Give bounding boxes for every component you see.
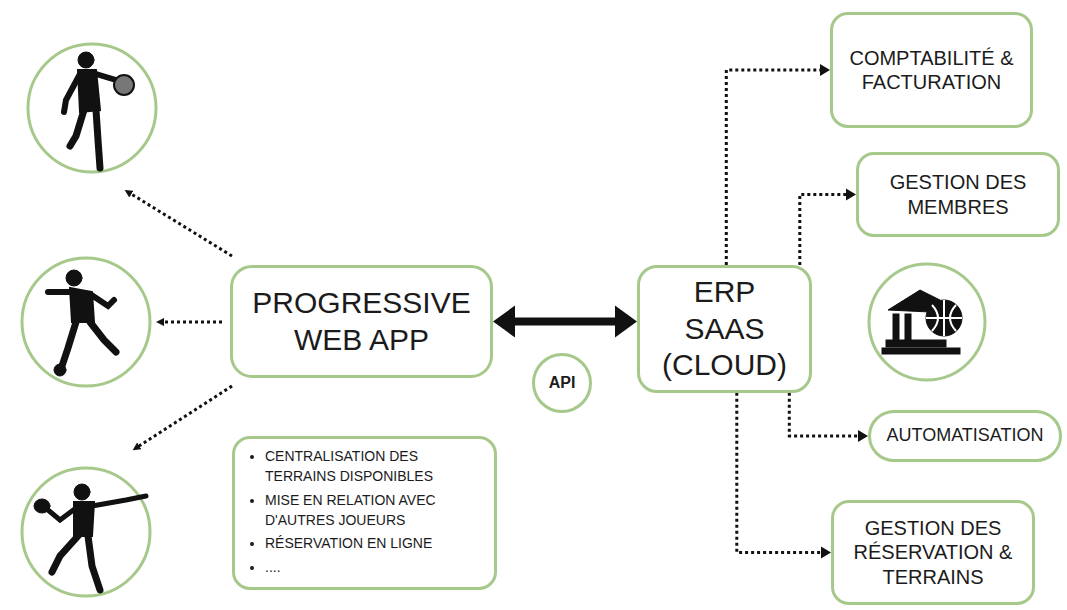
bullet-item: RÉSERVATION EN LIGNE xyxy=(265,533,486,553)
bullet-list: CENTRALISATION DES TERRAINS DISPONIBLESM… xyxy=(235,446,494,580)
player-leader xyxy=(128,192,232,448)
feature-list-box: CENTRALISATION DES TERRAINS DISPONIBLESM… xyxy=(232,436,497,590)
module-box: AUTOMATISATION xyxy=(868,410,1062,462)
box-label: PROGRESSIVE WEB APP xyxy=(243,285,480,358)
club-icon xyxy=(882,290,962,354)
player-circle xyxy=(22,468,150,596)
tennis-silhouette xyxy=(64,52,134,168)
player-circle xyxy=(22,258,150,386)
padel-silhouette xyxy=(34,484,146,590)
box-label: ERP SAAS (CLOUD) xyxy=(650,274,799,384)
football-silhouette xyxy=(48,270,116,376)
player-circle xyxy=(28,44,156,172)
arrowhead xyxy=(858,430,868,442)
box-label: AUTOMATISATION xyxy=(886,425,1043,447)
dotted-connector xyxy=(737,393,822,553)
box-label: COMPTABILITÉ & FACTURATION xyxy=(843,46,1020,95)
box-label: GESTION DES RÉSERVATION & TERRAINS xyxy=(844,516,1022,589)
dotted-connector xyxy=(726,70,821,265)
bullet-item: .... xyxy=(265,557,486,577)
club-circle xyxy=(869,264,985,380)
api-arrow xyxy=(514,318,616,326)
erp-box: ERP SAAS (CLOUD) xyxy=(637,265,812,393)
dotted-connector xyxy=(789,393,859,436)
arrowhead xyxy=(820,64,830,76)
module-box: GESTION DES MEMBRES xyxy=(856,152,1060,237)
arrowhead xyxy=(821,547,831,559)
arrowhead xyxy=(615,306,637,338)
arrowhead xyxy=(846,189,856,201)
app-box: PROGRESSIVE WEB APP xyxy=(230,265,493,378)
module-box: GESTION DES RÉSERVATION & TERRAINS xyxy=(831,500,1035,605)
bullet-item: MISE EN RELATION AVEC D'AUTRES JOUEURS xyxy=(265,490,486,531)
arrowhead xyxy=(493,306,515,338)
dotted-connector xyxy=(800,195,847,266)
box-label: API xyxy=(549,373,576,393)
module-box: COMPTABILITÉ & FACTURATION xyxy=(830,12,1033,128)
api-circle: API xyxy=(532,353,592,413)
bullet-item: CENTRALISATION DES TERRAINS DISPONIBLES xyxy=(265,446,486,487)
box-label: GESTION DES MEMBRES xyxy=(869,170,1047,219)
